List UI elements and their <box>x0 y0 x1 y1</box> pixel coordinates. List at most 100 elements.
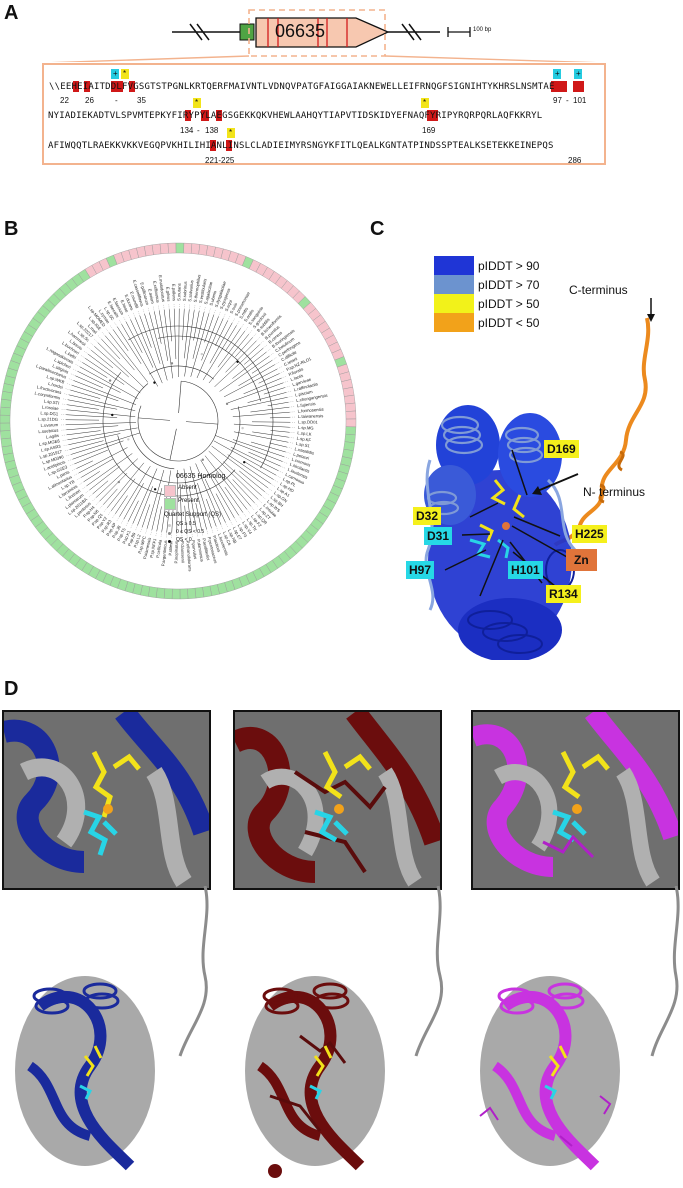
tree-branch <box>243 377 282 395</box>
leaf-leader <box>63 449 70 452</box>
leaf-label: P.ethanolidurans <box>185 540 192 571</box>
tree-branch <box>219 355 270 392</box>
leaf-leader <box>73 472 79 476</box>
tree-branch <box>89 466 120 491</box>
leaf-leader <box>272 356 278 361</box>
leaf-leader <box>211 527 214 534</box>
leaf-leader <box>229 520 233 526</box>
tree-branch <box>197 482 212 528</box>
tree-branch <box>196 318 224 379</box>
tree-branch <box>73 380 137 405</box>
leaf-label: L.hordei <box>48 381 64 390</box>
leaf-label: P.acidilactici <box>201 538 211 561</box>
leaf-leader <box>152 305 155 312</box>
tree-branch <box>215 493 231 521</box>
leaf-label: L.sp.PL <box>282 476 297 488</box>
leaf-leader <box>256 336 261 342</box>
badge-plus-2: + <box>555 69 560 78</box>
leaf-leader <box>257 499 263 504</box>
tree-branch <box>195 463 222 525</box>
tree-branch <box>141 504 151 528</box>
tree-branch <box>225 340 257 373</box>
leaf-label: P.sp.T5 <box>116 527 127 542</box>
leaf-leader <box>61 439 68 441</box>
tree-branch <box>71 432 140 455</box>
leaf-label: L.petauri <box>293 451 310 460</box>
leaf-leader <box>84 489 90 494</box>
leaf-label: L.nasalidis <box>294 446 314 455</box>
leaf-leader <box>63 393 70 396</box>
tree-branch <box>66 414 118 418</box>
leaf-label: L.sp.DG1 <box>40 410 59 416</box>
tree-branch <box>202 325 237 381</box>
qs-dot <box>111 413 114 417</box>
tree-internal-arc <box>129 383 175 470</box>
leaf-label: L.sp.C6 <box>222 531 232 547</box>
qs-dot <box>184 478 187 481</box>
leaf-leader <box>261 495 267 500</box>
tree-branch <box>74 449 108 465</box>
leaf-label: E.hirae <box>120 299 130 314</box>
overlay-structures <box>15 886 680 1178</box>
label-d32: D32 <box>413 507 442 525</box>
tree-branch <box>180 487 183 533</box>
leaf-leader <box>286 390 293 393</box>
qs-label-2: 0 ≤ QS < 0.5 <box>176 529 205 535</box>
leaf-label: L.mali <box>87 323 98 335</box>
qs-dot <box>200 352 204 356</box>
tree-branch <box>156 506 162 532</box>
leaf-label: L.sp.WKB <box>46 374 65 385</box>
leaf-leader <box>267 487 273 492</box>
leaf-label: L.coryniformis <box>34 391 61 401</box>
tree-branch <box>184 309 190 359</box>
leaf-leader <box>218 310 221 317</box>
leaf-leader <box>240 323 245 329</box>
label-h101: H101 <box>508 561 543 579</box>
tree-branch <box>112 329 129 352</box>
leaf-label: P.sp.K1 <box>121 529 132 545</box>
leaf-leader <box>62 444 69 447</box>
tree-branch <box>85 358 125 385</box>
inset-red-structure <box>235 712 440 888</box>
tree-branch <box>232 411 290 417</box>
tree-branch <box>244 461 274 480</box>
gene-label: 06635 <box>275 21 326 41</box>
leaf-label: E.gilvus <box>165 287 171 302</box>
tree-branch <box>193 310 200 341</box>
leaf-leader <box>282 461 289 464</box>
leaf-label: P.stilesii <box>168 541 174 556</box>
tree-branch <box>252 431 289 438</box>
tree-branch <box>267 401 289 406</box>
res-minus-3: - <box>197 126 200 135</box>
tree-branch <box>108 332 149 383</box>
leaf-leader <box>86 346 92 351</box>
legend-swatch-lt50 <box>434 313 474 332</box>
tree-branch <box>82 362 108 378</box>
tree-branch <box>215 320 228 346</box>
panel-b-letter: B <box>4 218 19 240</box>
leaf-label: P.floralis <box>288 366 304 377</box>
tree-branch <box>192 312 205 359</box>
leaf-leader <box>213 309 216 315</box>
leaf-label: L.sp.201917 <box>39 449 63 460</box>
leaf-label: L.sp.MGE6 <box>39 438 61 447</box>
tree-branch <box>223 461 262 496</box>
tree-branch <box>67 404 99 410</box>
leaf-label: P.pentosaceus <box>207 536 219 564</box>
leaf-leader <box>254 502 259 508</box>
leaf-label: L.kefiri <box>64 349 77 360</box>
leaf-label: C.tetani <box>283 356 298 367</box>
tree-branch <box>247 392 287 403</box>
leaf-leader <box>60 434 67 436</box>
tree-branch <box>224 486 244 513</box>
leaf-leader <box>78 481 84 486</box>
qs-dot-2 <box>168 532 171 535</box>
tree-branch <box>137 486 153 526</box>
tree-branch <box>144 314 161 364</box>
tree-branch <box>218 467 251 507</box>
res-101: 101 <box>573 96 587 105</box>
leaf-label: S.salivarius <box>187 280 194 302</box>
leaf-leader <box>75 477 82 481</box>
tree-branch <box>184 505 188 533</box>
leaf-label: L.sp.YB <box>60 479 75 491</box>
